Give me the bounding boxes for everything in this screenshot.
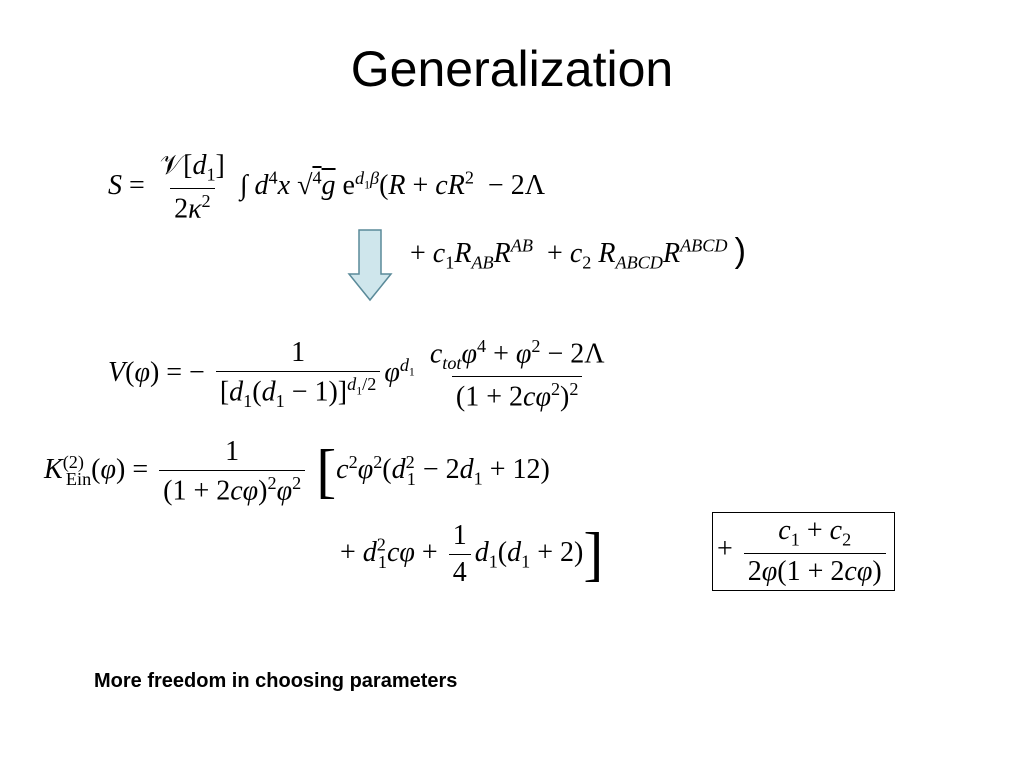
slide-title: Generalization xyxy=(350,41,674,97)
kinetic-equation-line1: K(2)Ein(φ) = 1(1 + 2cφ)2φ2 [c2φ2(d21 − 2… xyxy=(44,436,550,507)
slide-caption: More freedom in choosing parameters xyxy=(94,670,458,692)
action-equation-line1: S = 𝒱[d1]2κ2 ∫ d4x √4g ed1β(R + cR2 − 2Λ xyxy=(108,150,546,224)
down-arrow-icon xyxy=(347,229,393,302)
action-equation-line2: + c1RABRAB + c2 RABCDRABCD ) xyxy=(410,232,746,273)
